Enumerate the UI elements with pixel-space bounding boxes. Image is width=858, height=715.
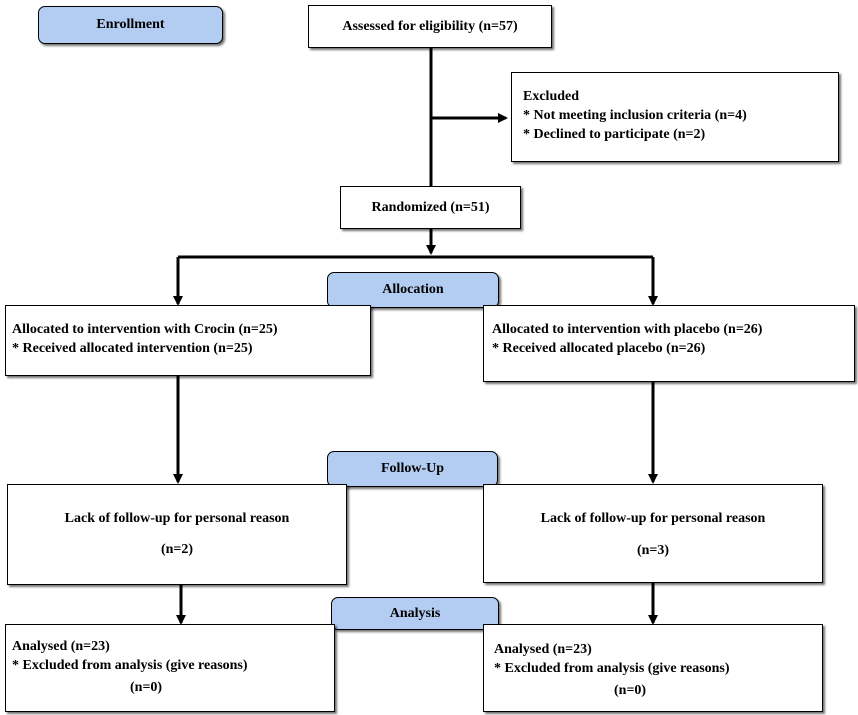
right-excluded-analysis-label: * Excluded from analysis (give reasons) [494,661,730,676]
left-followup-box: Lack of follow-up for personal reason (n… [7,484,347,585]
stage-analysis-label: Analysis [389,605,441,621]
excluded-title: Excluded [523,89,580,104]
right-received-label: * Received allocated placebo (n=26) [492,341,706,356]
left-analysed-label: Analysed (n=23) [12,639,110,654]
right-followup-n: (n=3) [636,543,670,558]
right-excluded-n: (n=0) [614,683,647,698]
excluded-reason-2: * Declined to participate (n=2) [523,127,706,142]
assessed-box: Assessed for eligibility (n=57) [308,5,552,48]
stage-followup-label: Follow-Up [381,461,444,476]
left-allocation-box: Allocated to intervention with Crocin (n… [5,305,371,376]
right-allocated-label: Allocated to intervention with placebo (… [492,322,763,337]
left-allocated-label: Allocated to intervention with Crocin (n… [12,322,278,337]
right-followup-reason: Lack of follow-up for personal reason [540,511,766,526]
assessed-label: Assessed for eligibility (n=57) [342,19,518,34]
left-followup-n: (n=2) [160,542,194,557]
right-allocation-box: Allocated to intervention with placebo (… [483,305,855,382]
excluded-reason-1: * Not meeting inclusion criteria (n=4) [523,108,747,123]
left-received-label: * Received allocated intervention (n=25) [12,341,253,356]
stage-analysis: Analysis [331,597,499,630]
randomized-label: Randomized (n=51) [371,200,490,215]
stage-allocation-label: Allocation [382,282,444,297]
stage-enrollment: Enrollment [38,6,223,44]
left-excluded-n: (n=0) [130,680,163,695]
right-followup-box: Lack of follow-up for personal reason (n… [483,484,823,583]
stage-enrollment-label: Enrollment [96,17,165,32]
randomized-box: Randomized (n=51) [340,186,521,229]
excluded-box: Excluded * Not meeting inclusion criteri… [511,72,839,162]
right-analysed-label: Analysed (n=23) [494,642,592,657]
left-followup-reason: Lack of follow-up for personal reason [64,511,290,526]
stage-allocation: Allocation [327,272,499,308]
left-excluded-analysis-label: * Excluded from analysis (give reasons) [12,658,248,673]
left-analysis-box: Analysed (n=23) * Excluded from analysis… [5,624,335,712]
stage-followup: Follow-Up [327,451,498,487]
right-analysis-box: Analysed (n=23) * Excluded from analysis… [483,624,823,712]
